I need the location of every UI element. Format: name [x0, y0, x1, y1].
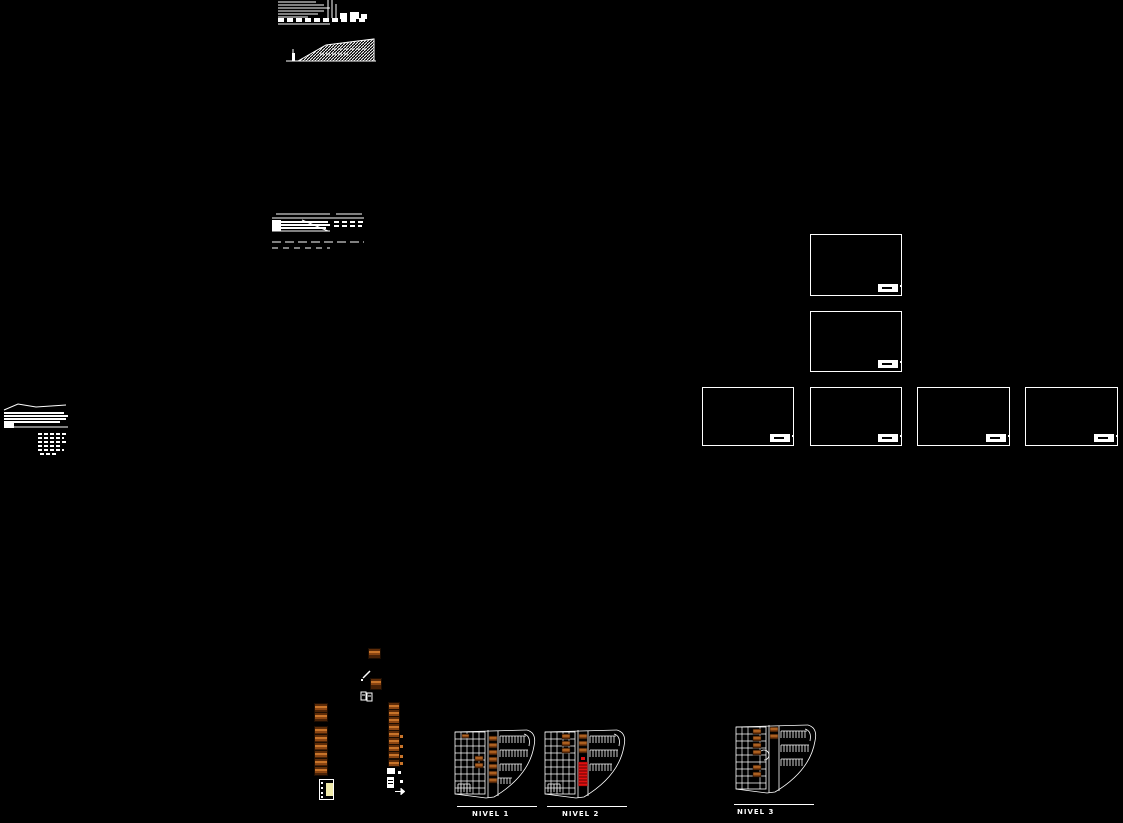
tick — [321, 792, 323, 794]
sheet-frame-4[interactable] — [810, 387, 902, 446]
stamp-dash — [774, 437, 784, 439]
stamp-dot — [900, 285, 902, 287]
chair-dot — [400, 755, 403, 758]
furniture-block[interactable] — [388, 723, 400, 731]
title-stamp — [878, 284, 902, 292]
plan-label-nivel-3: NIVEL 3 — [737, 808, 775, 816]
furniture-block[interactable] — [388, 737, 400, 745]
furniture-block[interactable] — [388, 759, 400, 767]
stamp-dot — [900, 361, 902, 363]
tick — [321, 787, 323, 789]
building-section-sketch[interactable] — [278, 0, 368, 26]
furniture-block[interactable] — [368, 648, 381, 659]
furniture-block[interactable] — [388, 751, 400, 759]
furniture-block[interactable] — [388, 709, 400, 717]
sheet-frame-5[interactable] — [917, 387, 1010, 446]
plan-underline — [457, 806, 537, 807]
floor-plan-drawing — [544, 729, 626, 799]
chair-dot — [400, 762, 403, 765]
sheet-frame-2[interactable] — [810, 311, 902, 372]
building-section-drawing — [278, 0, 367, 25]
furniture-block[interactable] — [370, 678, 382, 690]
furniture-block[interactable] — [388, 716, 400, 724]
furniture-block[interactable] — [314, 750, 328, 760]
stamp-dot — [900, 435, 902, 437]
stamp-dash — [990, 437, 1000, 439]
detail-with-notes-drawing — [3, 403, 68, 455]
stamp-dash — [1098, 437, 1108, 439]
furniture-block[interactable] — [314, 703, 328, 713]
tick — [321, 782, 323, 784]
furniture-block[interactable] — [388, 744, 400, 752]
sheet-frame-1[interactable] — [810, 234, 902, 296]
strip-section-drawing — [272, 213, 364, 249]
floor-plan-nivel-3[interactable] — [733, 721, 821, 799]
stamp-dash — [882, 437, 892, 439]
floor-plan-nivel-1[interactable] — [452, 726, 540, 804]
title-stamp — [986, 434, 1010, 442]
title-stamp — [878, 360, 902, 368]
floor-plan-drawing — [454, 729, 536, 799]
title-stamp — [770, 434, 794, 442]
plan-underline — [547, 806, 627, 807]
furniture-block[interactable] — [314, 734, 328, 744]
floor-plan-drawing — [735, 724, 817, 794]
white-fixture — [387, 768, 395, 774]
sheet-frame-6[interactable] — [1025, 387, 1118, 446]
strip-section-sketch[interactable] — [272, 212, 368, 252]
plan-label-nivel-2: NIVEL 2 — [562, 810, 600, 818]
furniture-block[interactable] — [314, 726, 328, 736]
floor-plan-nivel-2[interactable] — [542, 726, 630, 804]
furniture-block[interactable] — [388, 730, 400, 738]
plan-underline — [734, 804, 814, 805]
chair-dot — [400, 745, 403, 748]
furniture-block[interactable] — [314, 742, 328, 752]
furniture-block[interactable] — [314, 766, 328, 776]
tiny-scribble-mark[interactable] — [360, 691, 374, 703]
stamp-dot — [1008, 435, 1010, 437]
furniture-block[interactable] — [314, 758, 328, 768]
title-stamp — [1094, 434, 1118, 442]
stamp-dot — [1116, 435, 1118, 437]
stamp-dot — [792, 435, 794, 437]
furniture-block[interactable] — [388, 702, 400, 710]
yellow-detail-box[interactable] — [319, 779, 334, 800]
stamp-dash — [882, 287, 892, 289]
stamp-dash — [882, 363, 892, 365]
arrow-mark — [395, 788, 405, 795]
title-stamp — [878, 434, 902, 442]
chair-dot — [400, 735, 403, 738]
furniture-block[interactable] — [314, 712, 328, 722]
white-dot — [400, 780, 403, 783]
site-section-drawing — [286, 38, 376, 62]
sheet-frame-3[interactable] — [702, 387, 794, 446]
pen-stroke-mark[interactable] — [361, 669, 373, 681]
yellow-furniture — [326, 783, 333, 796]
detail-with-notes-sketch[interactable] — [2, 396, 70, 460]
white-stair-detail — [387, 777, 394, 788]
site-section-sketch[interactable] — [286, 36, 378, 64]
tick — [321, 796, 323, 798]
plan-label-nivel-1: NIVEL 1 — [472, 810, 510, 818]
white-dot — [398, 771, 401, 774]
